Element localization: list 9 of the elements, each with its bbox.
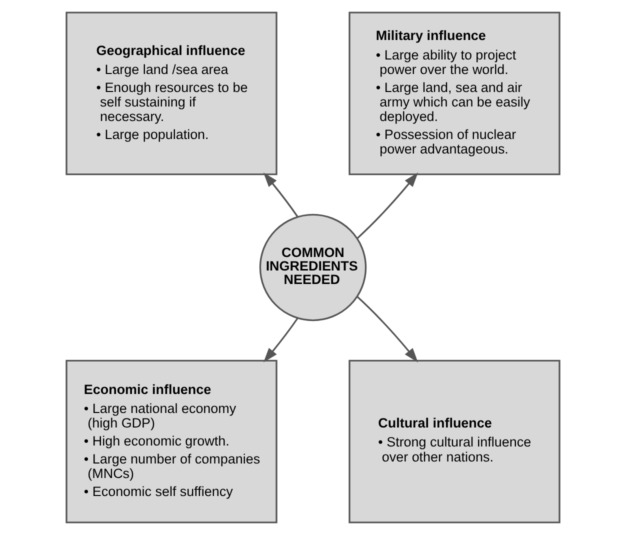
node-box: Military influence • Large ability to project power over the world. • Large land, sea and air army which can be easily deployed. • Possession of nuclear power advantageous. (348, 12, 560, 176)
arrow (356, 172, 418, 240)
arrow (264, 318, 298, 362)
node-circle: COMMON INGREDIENTS NEEDED (259, 214, 367, 322)
arrow (263, 172, 298, 218)
node-box: Cultural influence • Strong cultural influence over other nations. (348, 360, 560, 524)
node-box: Geographical influence • Large land /sea area • Enough resources to be self sustaining if necessary. • Large population. (66, 12, 278, 176)
node-box: Economic influence • Large national economy (high GDP) • High economic growth. • Large number of companies (MNCs) • Economic self suffiency (66, 360, 278, 524)
arrow (356, 296, 418, 362)
